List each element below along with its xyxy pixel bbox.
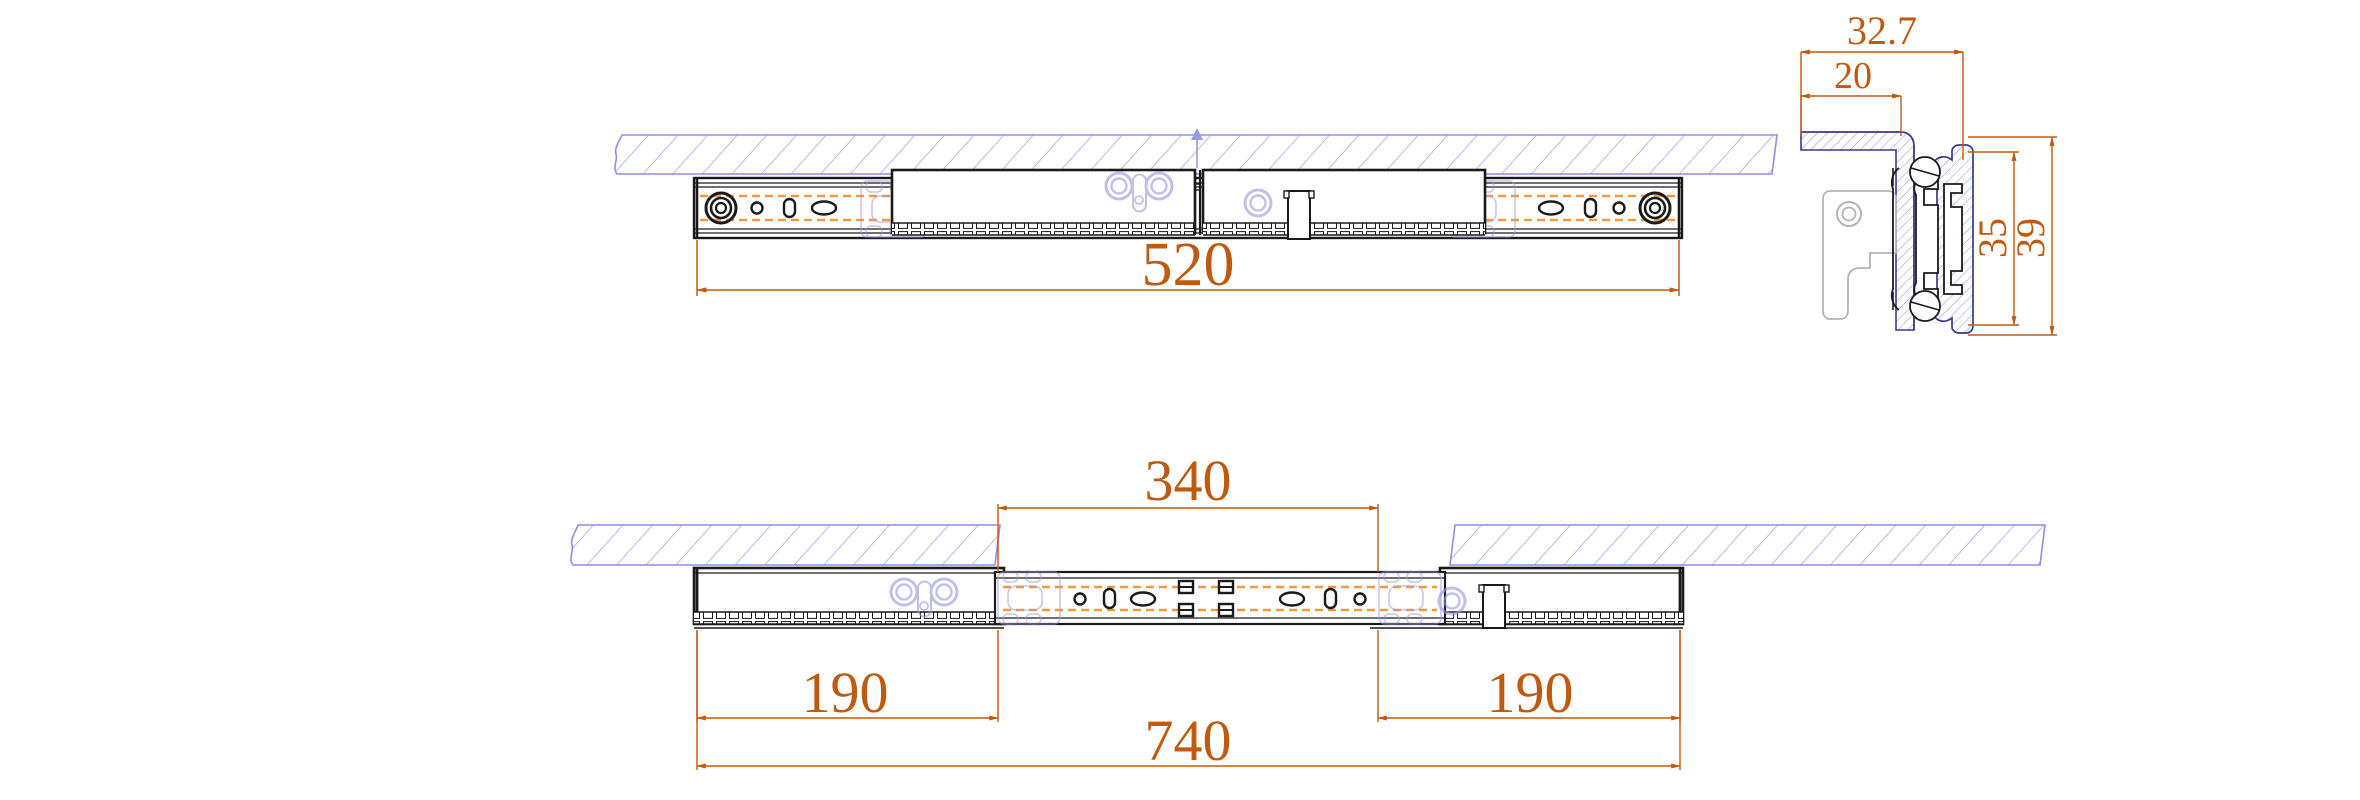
dimension-20: 20	[1800, 55, 1902, 136]
ghost-rivet-right-extended	[1437, 586, 1467, 616]
dimension-340: 340	[997, 448, 1379, 572]
slide-inner-profile-section	[1890, 167, 1939, 311]
dimension-520: 520	[695, 231, 1681, 299]
dimension-340-label: 340	[1145, 448, 1232, 513]
dimension-190-left: 190	[696, 630, 999, 725]
dimension-39-label: 39	[2008, 218, 2053, 258]
ball-track-right-closed	[1472, 194, 1676, 222]
ghost-latch-plate-section	[1822, 190, 1897, 320]
ball-track-left-closed	[700, 194, 905, 222]
dimension-32-7: 32.7	[1800, 8, 1964, 160]
cross-section-view: 32.7 20 35 39	[1800, 8, 2057, 336]
cabinet-panel-left-extended	[570, 524, 1001, 566]
dimension-190-right-label: 190	[1487, 660, 1574, 725]
ghost-rivets-closed	[1104, 171, 1273, 218]
dimension-20-label: 20	[1834, 55, 1872, 97]
outer-rail-left-extended	[692, 566, 1006, 629]
cabinet-panel-right-extended	[1449, 524, 2046, 566]
dimension-190-right: 190	[1377, 630, 1681, 725]
extended-position-view: 340 190 190 740	[570, 448, 2046, 773]
dimension-32-7-label: 32.7	[1847, 8, 1917, 53]
inner-member-holes-left	[1073, 587, 1157, 610]
center-joint-closed	[1191, 128, 1203, 235]
ghost-bracket-left-extended	[997, 571, 1061, 625]
closed-position-view: 520	[614, 128, 1778, 299]
dimension-35: 35	[1968, 151, 2019, 326]
inner-member-right-closed	[1201, 168, 1487, 236]
slide-middle-profile-section	[1943, 183, 1963, 295]
cabinet-panel-closed	[614, 134, 1778, 175]
dimension-35-label: 35	[1970, 218, 2015, 258]
dimension-740: 740	[696, 630, 1681, 773]
dimension-39: 39	[1968, 136, 2057, 336]
dimension-520-label: 520	[1142, 231, 1235, 299]
inner-member-holes-right	[1278, 587, 1367, 610]
ghost-bracket-right-extended	[1378, 571, 1442, 625]
ghost-rivets-left-extended	[889, 577, 959, 618]
mounting-holes-left-closed	[704, 191, 838, 225]
dimension-740-label: 740	[1145, 708, 1232, 773]
dimension-190-left-label: 190	[802, 660, 889, 725]
detent-marks-extended	[1177, 579, 1235, 618]
bearing-balls-section	[1909, 156, 1941, 322]
mounting-holes-right-closed	[1537, 191, 1672, 225]
release-lever-extended	[1478, 584, 1510, 629]
release-lever-closed	[1283, 190, 1315, 240]
inner-member-left-closed	[890, 168, 1197, 236]
